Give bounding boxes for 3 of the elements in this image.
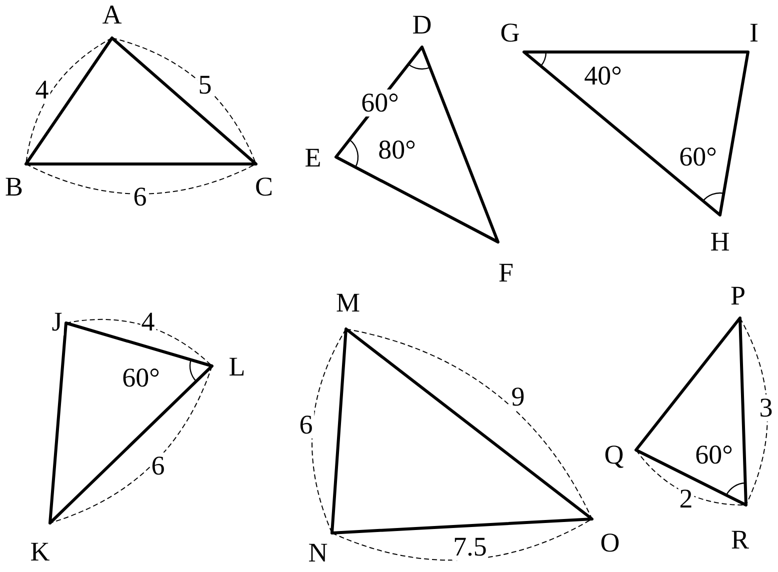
math-label: 6 [298, 412, 314, 438]
math-label: 60° [360, 90, 400, 116]
math-label: 3 [758, 394, 774, 422]
